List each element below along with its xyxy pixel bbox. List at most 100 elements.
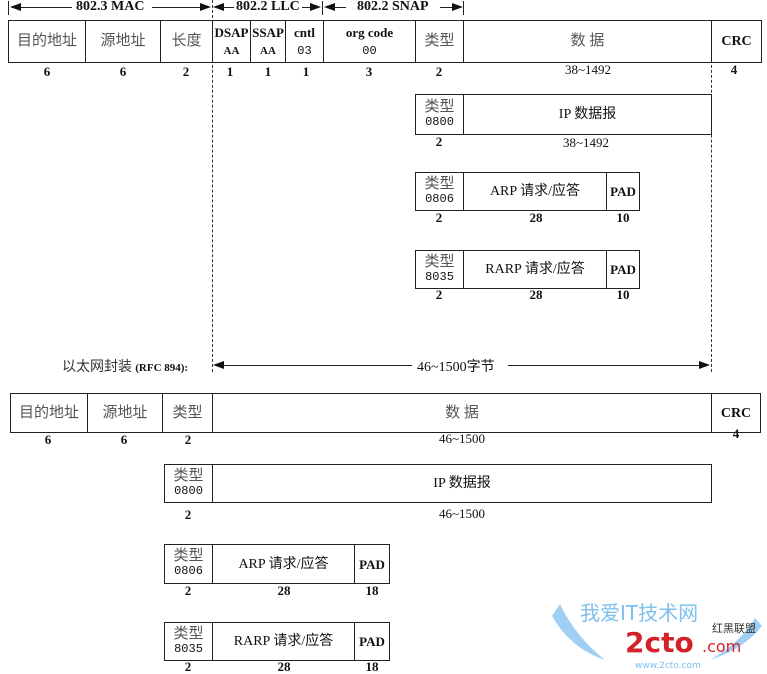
pad-field: PAD bbox=[606, 172, 640, 211]
pad-field: PAD bbox=[354, 544, 390, 584]
field-value: 0800 bbox=[174, 483, 203, 498]
field-label: cntl bbox=[294, 24, 315, 40]
span-arrow-line bbox=[222, 365, 412, 366]
field-label: 类型 bbox=[172, 404, 203, 421]
field-label: CRC bbox=[720, 405, 752, 421]
ip-datagram-field: IP 数据报 bbox=[212, 464, 712, 503]
field-label: 类型 bbox=[424, 98, 455, 115]
field-label: 长度 bbox=[171, 33, 202, 49]
dashed-guide bbox=[212, 0, 213, 372]
size-label: 2 bbox=[184, 583, 192, 598]
field-crc: CRC bbox=[711, 20, 762, 63]
field-value: 0806 bbox=[174, 564, 203, 578]
field-label: 类型 bbox=[424, 33, 455, 49]
field-label: RARP 请求/应答 bbox=[233, 634, 334, 649]
field-type: 类型 bbox=[162, 393, 213, 433]
arrow-left-icon bbox=[213, 361, 224, 369]
field-dsap: DSAP AA bbox=[212, 20, 251, 63]
field-dest-addr: 目的地址 bbox=[8, 20, 86, 63]
span-tick bbox=[322, 1, 323, 15]
size-label: 6 bbox=[120, 432, 128, 447]
field-label: 类型 bbox=[173, 625, 204, 642]
field-org-code: org code 00 bbox=[323, 20, 416, 63]
rfc894-title-text: 以太网封装 bbox=[62, 360, 132, 375]
watermark-logo: 我爱IT技术网 红黑联盟 2cto .com www.2cto.com bbox=[540, 600, 765, 672]
dashed-guide bbox=[711, 20, 712, 372]
svg-text:我爱IT技术网: 我爱IT技术网 bbox=[580, 601, 698, 625]
arrow-right-icon bbox=[200, 3, 211, 11]
field-length: 长度 bbox=[160, 20, 213, 63]
field-data: 数 据 bbox=[463, 20, 712, 63]
field-value: 03 bbox=[297, 43, 312, 58]
pad-field: PAD bbox=[606, 250, 640, 289]
field-value: 0800 bbox=[425, 114, 454, 129]
size-label: 3 bbox=[365, 64, 373, 79]
field-type: 类型 bbox=[415, 20, 464, 63]
field-label: 类型 bbox=[173, 548, 204, 564]
span-tick bbox=[8, 1, 9, 15]
size-label: 6 bbox=[43, 64, 51, 79]
mac-arrow-line bbox=[152, 7, 207, 8]
field-label: DSAP bbox=[214, 24, 249, 40]
field-value: 8035 bbox=[425, 269, 454, 284]
size-label: 10 bbox=[616, 287, 630, 302]
field-label: PAD bbox=[610, 184, 636, 199]
size-label: 10 bbox=[616, 210, 630, 225]
rarp-field: RARP 请求/应答 bbox=[212, 622, 355, 661]
mac-label: 802.3 MAC bbox=[76, 0, 145, 14]
snap-label: 802.2 SNAP bbox=[357, 0, 429, 14]
field-data: 数 据 bbox=[212, 393, 712, 433]
size-label: 1 bbox=[302, 64, 310, 79]
llc-arrow-line bbox=[222, 7, 234, 8]
field-label: IP 数据报 bbox=[433, 476, 491, 491]
field-value: 00 bbox=[362, 43, 377, 58]
field-label: 数 据 bbox=[445, 404, 479, 421]
size-label: 38~1492 bbox=[564, 62, 612, 77]
field-label: org code bbox=[345, 24, 394, 40]
size-label: 6 bbox=[44, 432, 52, 447]
llc-label: 802.2 LLC bbox=[236, 0, 300, 14]
size-label: 2 bbox=[435, 287, 443, 302]
size-label: 38~1492 bbox=[562, 135, 610, 150]
field-label: ARP 请求/应答 bbox=[238, 556, 329, 572]
field-label: CRC bbox=[721, 34, 752, 49]
field-label: 源地址 bbox=[100, 33, 146, 49]
size-label: 28 bbox=[277, 583, 291, 598]
field-label: 源地址 bbox=[102, 404, 148, 421]
arrow-left-icon bbox=[10, 3, 21, 11]
field-value: AA bbox=[223, 44, 240, 57]
field-label: 类型 bbox=[424, 253, 455, 270]
field-label: SSAP bbox=[252, 24, 284, 40]
field-label: PAD bbox=[359, 556, 385, 572]
field-label: 目的地址 bbox=[16, 33, 77, 49]
size-label: 2 bbox=[184, 507, 192, 522]
size-label: 46~1500 bbox=[438, 506, 486, 521]
field-ssap: SSAP AA bbox=[250, 20, 286, 63]
pad-field: PAD bbox=[354, 622, 390, 661]
field-label: IP 数据报 bbox=[558, 107, 617, 122]
size-label: 6 bbox=[119, 64, 127, 79]
field-src-addr: 源地址 bbox=[85, 20, 161, 63]
size-label: 2 bbox=[184, 432, 192, 447]
size-label: 18 bbox=[365, 583, 379, 598]
mac-arrow-line bbox=[12, 7, 72, 8]
size-label: 2 bbox=[435, 210, 443, 225]
size-label: 2 bbox=[435, 134, 443, 149]
field-label: 类型 bbox=[424, 175, 455, 192]
arrow-right-icon bbox=[452, 3, 463, 11]
size-label: 28 bbox=[277, 659, 291, 674]
size-label: 46~1500 bbox=[438, 431, 486, 446]
field-value: AA bbox=[260, 44, 276, 57]
arp-field: ARP 请求/应答 bbox=[463, 172, 607, 211]
field-label: 目的地址 bbox=[18, 404, 79, 421]
rfc894-ref: (RFC 894): bbox=[135, 362, 189, 374]
span-arrow-line bbox=[508, 365, 702, 366]
size-label: 4 bbox=[732, 426, 740, 441]
field-label: ARP 请求/应答 bbox=[489, 184, 581, 199]
